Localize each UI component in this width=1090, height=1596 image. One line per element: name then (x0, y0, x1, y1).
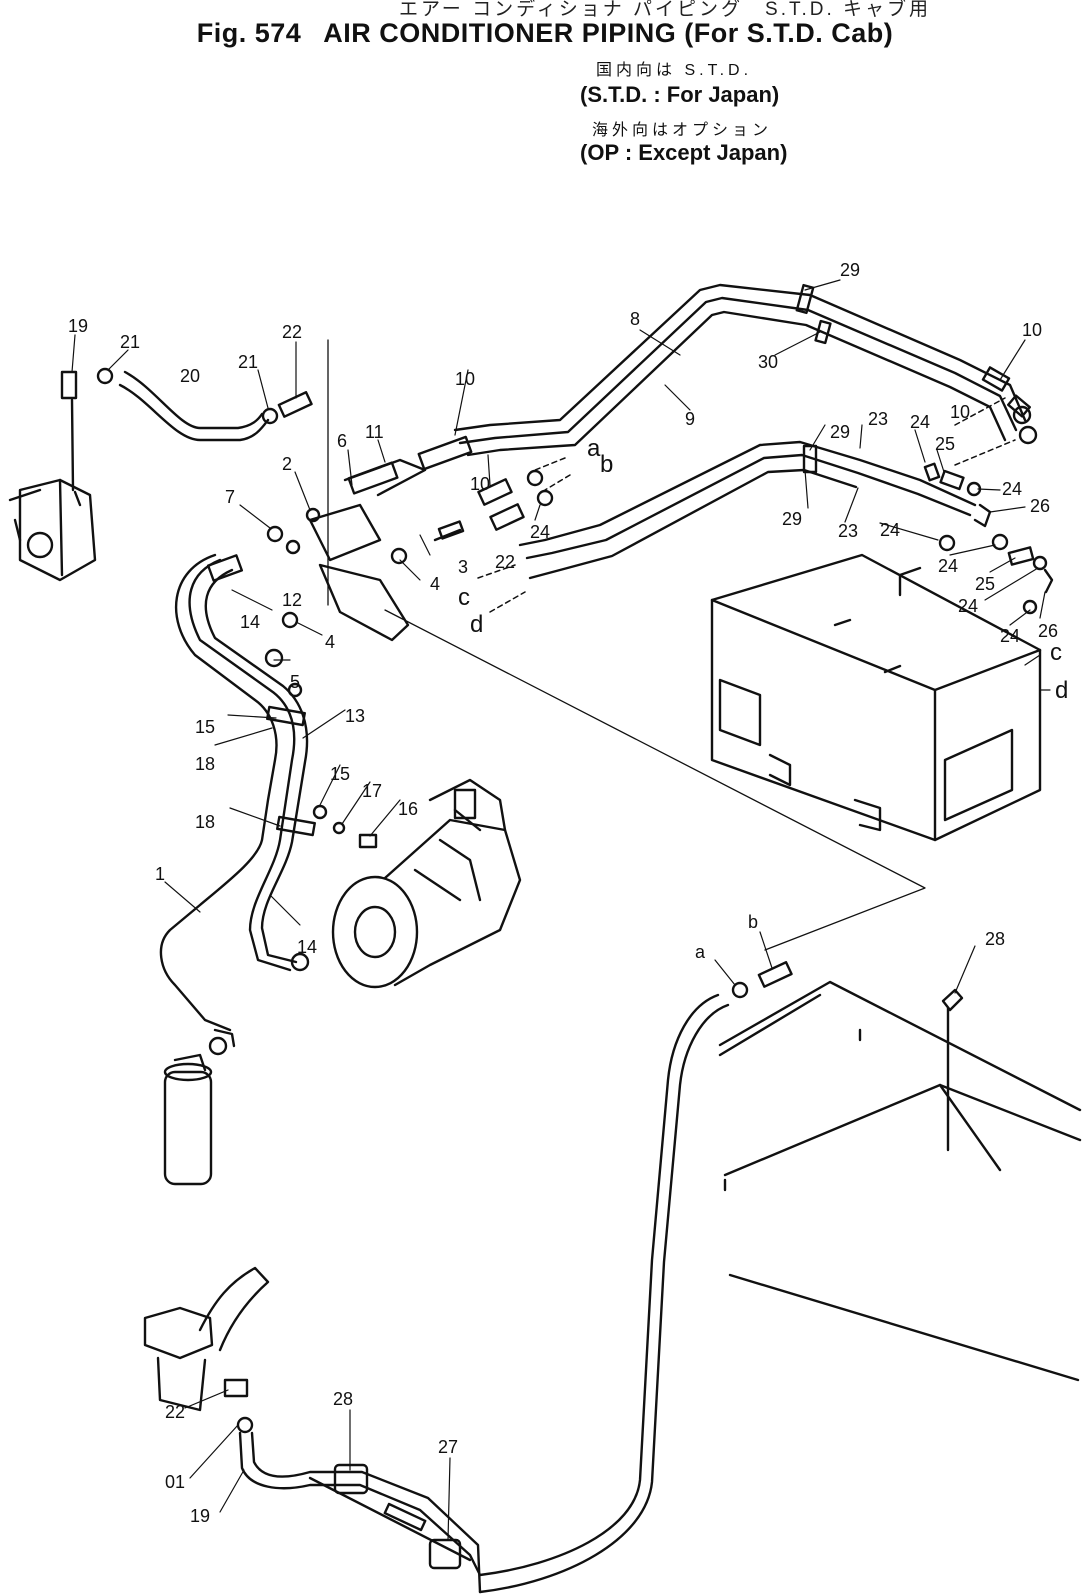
callout-label: 12 (282, 590, 302, 610)
callout-label: 17 (362, 781, 382, 801)
callout-label: 26 (1030, 496, 1050, 516)
hose-20-assembly (60, 367, 313, 442)
callout-label: 26 (1038, 621, 1058, 641)
callout-label: a (587, 435, 601, 462)
right-end-fittings (981, 366, 1038, 445)
callout-label: 28 (985, 929, 1005, 949)
callout-label: 10 (950, 402, 970, 422)
callout-label: a (695, 942, 706, 962)
note-std-japanese: 国内向は S.T.D. (596, 62, 753, 79)
heater-block-upper (8, 478, 97, 582)
dashed-arrows (477, 397, 1016, 613)
figure-number: Fig. 574 (196, 18, 302, 48)
callout-label: 30 (758, 352, 778, 372)
pipe-19-drop (70, 398, 75, 492)
callout-label: 19 (190, 1506, 210, 1526)
callout-label: b (748, 912, 758, 932)
compressor-hoses (159, 553, 378, 1032)
japanese-title: エアー コンディショナ パイピング S.T.D. キャブ用 (398, 0, 932, 20)
callout-label: 13 (345, 706, 365, 726)
callout-label: 15 (330, 764, 350, 784)
callout-label: 24 (1002, 479, 1022, 499)
callout-label: 25 (935, 434, 955, 454)
callout-label: 3 (458, 557, 468, 577)
callout-label: 24 (958, 596, 978, 616)
expansion-valve-block (264, 435, 554, 668)
callout-label: 16 (398, 799, 418, 819)
callout-label: d (1055, 677, 1068, 704)
callout-label: 28 (333, 1389, 353, 1409)
long-pipe-down (478, 961, 793, 1594)
figure-title: AIR CONDITIONER PIPING (For S.T.D. Cab) (323, 18, 894, 48)
callout-label: 23 (868, 409, 888, 429)
callout-label: 4 (430, 574, 440, 594)
callout-label: 22 (282, 322, 302, 342)
callout-label: 27 (438, 1437, 458, 1457)
callout-label: 19 (68, 316, 88, 336)
callout-label: 23 (838, 521, 858, 541)
callout-label: 24 (880, 520, 900, 540)
note-std: (S.T.D. : For Japan) (580, 82, 780, 107)
callout-label: 21 (238, 352, 258, 372)
callout-label: c (458, 584, 470, 611)
callout-label: 10 (470, 474, 490, 494)
callout-label: 1 (155, 864, 165, 884)
figure-title-line: Fig. 574 AIR CONDITIONER PIPING (For S.T.… (0, 18, 1090, 49)
callout-label: 6 (337, 431, 347, 451)
callout-label: 11 (365, 422, 384, 442)
callout-label: 9 (685, 409, 695, 429)
callout-label: 25 (975, 574, 995, 594)
chassis-plate (718, 980, 1082, 1382)
callout-label: 8 (630, 309, 640, 329)
callout-label: 24 (910, 412, 930, 432)
callout-label: d (470, 611, 483, 638)
callout-label: c (1050, 639, 1062, 666)
callout-label: 2 (282, 454, 292, 474)
callout-label: 20 (180, 366, 200, 386)
clamps-29-30 (795, 283, 832, 474)
callout-label: 4 (325, 632, 335, 652)
callout-label: 01 (165, 1472, 185, 1492)
callout-label: 14 (240, 612, 260, 632)
note-op: (OP : Except Japan) (580, 140, 788, 165)
callout-label: 18 (195, 754, 215, 774)
callout-label: 18 (195, 812, 215, 832)
callout-label: 24 (530, 522, 550, 542)
leader-lines (327, 339, 926, 951)
callout-label: 5 (290, 672, 300, 692)
callout-label: 15 (195, 717, 215, 737)
callout-label: b (600, 451, 613, 478)
callout-label: 24 (938, 556, 958, 576)
note-op-japanese: 海外向はオプション (592, 122, 773, 139)
pipe-23-lower-run (518, 440, 977, 580)
receiver-drier (163, 1028, 236, 1186)
callout-label: 24 (1000, 626, 1020, 646)
callout-label: 22 (495, 552, 515, 572)
heater-block-lower (143, 1266, 270, 1434)
callout-leaders (71, 279, 1051, 1541)
callout-label: 22 (165, 1402, 185, 1422)
callout-labels: 19 21 20 21 22 2 7 6 11 10 8 29 30 10 10… (68, 260, 1068, 1526)
hose-27 (238, 1431, 482, 1594)
compressor (331, 778, 522, 989)
callout-label: 21 (120, 332, 140, 352)
callout-label: 14 (297, 937, 317, 957)
bolt-01 (941, 988, 964, 1152)
callout-label: 10 (1022, 320, 1042, 340)
pipe-8-9-upper-run (453, 283, 1027, 457)
callout-label: 7 (225, 487, 235, 507)
callout-label: 10 (455, 369, 475, 389)
callout-label: 29 (840, 260, 860, 280)
callout-label: 29 (782, 509, 802, 529)
callout-label: 29 (830, 422, 850, 442)
evaporator-unit (710, 553, 1042, 842)
